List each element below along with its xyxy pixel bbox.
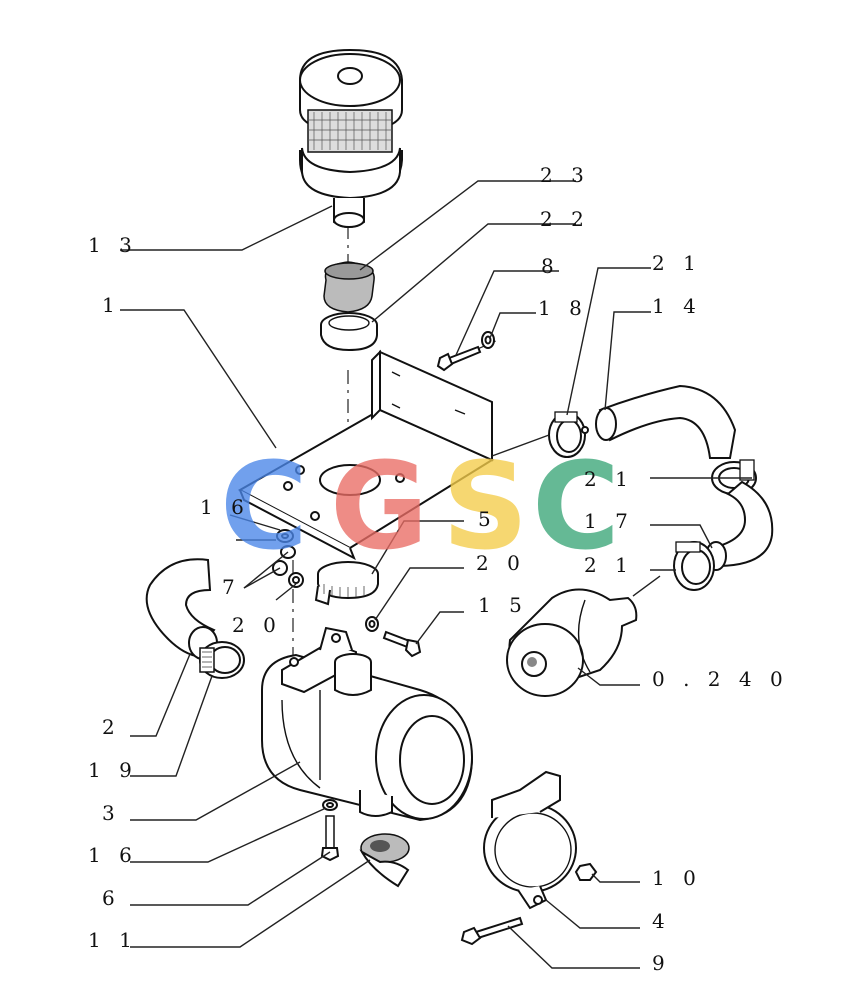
label-part-2: 2 (102, 715, 121, 739)
hose-clamp-21a (548, 411, 589, 458)
watermark-letter-c2: C (532, 438, 620, 577)
label-part-21-mid: 2 1 (584, 467, 634, 491)
hose-clamp-21c (673, 541, 715, 591)
bolt-15 (382, 630, 422, 658)
label-part-13: 1 3 (88, 233, 138, 257)
hose-14 (595, 384, 737, 459)
label-part-14: 1 4 (652, 294, 702, 318)
label-part-7: 7 (222, 575, 241, 599)
air-cleaner-body (261, 626, 474, 822)
bolt-9 (460, 916, 524, 946)
hose-clamp-19 (199, 641, 245, 679)
pre-filter-cap (299, 48, 403, 228)
label-part-10: 1 0 (652, 866, 702, 890)
hose-2 (145, 558, 218, 660)
label-part-19: 1 9 (88, 758, 138, 782)
washer-16-bottom (322, 799, 338, 811)
label-part-22: 2 2 (540, 207, 590, 231)
bolt-6 (320, 815, 340, 862)
part-labels: 2 3 2 2 1 3 8 2 1 1 8 1 4 1 2 1 1 6 5 1 … (88, 163, 789, 975)
label-part-16-bottom: 1 6 (88, 843, 138, 867)
label-part-16-top: 1 6 (200, 495, 250, 519)
hose-17 (705, 480, 774, 571)
label-part-20-right: 2 0 (476, 551, 526, 575)
strap-clamp-5 (314, 561, 379, 606)
bolt-8 (436, 345, 482, 372)
label-part-20-left: 2 0 (232, 613, 282, 637)
label-part-5: 5 (478, 507, 497, 531)
watermark-letter-c1: C (220, 438, 308, 577)
label-part-15: 1 5 (478, 593, 528, 617)
label-part-17: 1 7 (584, 509, 634, 533)
clamp-ring (320, 312, 378, 352)
washer-20-right (365, 616, 379, 632)
label-part-1: 1 (102, 293, 121, 317)
label-part-9: 9 (652, 951, 671, 975)
label-part-21-top: 2 1 (652, 251, 702, 275)
leader-lines (120, 180, 752, 969)
dust-valve-11 (359, 833, 410, 888)
label-part-6: 6 (102, 886, 121, 910)
watermark-logo: C G S C (220, 438, 620, 577)
label-part-21-low: 2 1 (584, 553, 634, 577)
label-part-3: 3 (102, 801, 121, 825)
nut-10 (574, 862, 598, 881)
mounting-bracket (237, 349, 495, 561)
label-part-18: 1 8 (538, 296, 588, 320)
label-part-4: 4 (652, 909, 671, 933)
label-part-8: 8 (541, 254, 560, 278)
watermark-letter-s: S (442, 438, 528, 577)
watermark-letter-g: G (330, 438, 429, 577)
label-part-23: 2 3 (540, 163, 590, 187)
washer-18 (481, 331, 495, 349)
rubber-sleeve (323, 261, 375, 313)
turbo-part-0240 (506, 588, 638, 697)
label-part-0240: 0 . 2 4 0 (652, 667, 789, 691)
support-band-4 (483, 770, 577, 910)
label-part-11: 1 1 (88, 928, 138, 952)
